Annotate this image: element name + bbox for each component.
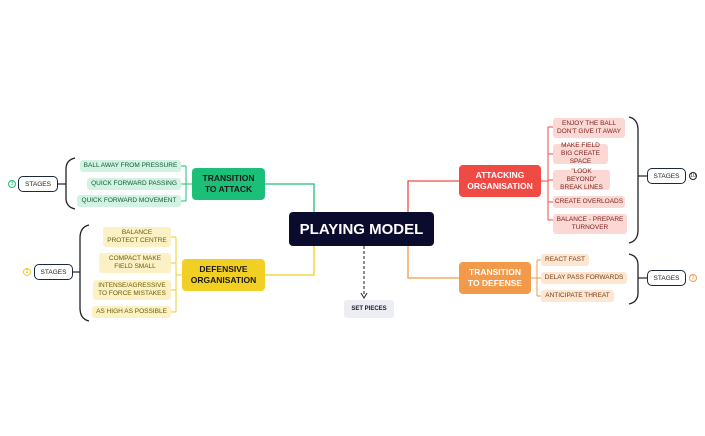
collapse-count-badge[interactable]: 2 — [23, 268, 31, 276]
list-item[interactable]: COMPACT MAKE FIELD SMALL — [99, 253, 171, 273]
list-item[interactable]: REACT FAST — [541, 254, 589, 266]
list-item[interactable]: CREATE OVERLOADS — [553, 196, 625, 208]
stages-node-transition-attack[interactable]: STAGES — [18, 176, 58, 192]
list-item[interactable]: ENJOY THE BALL DON'T GIVE IT AWAY — [553, 118, 625, 138]
collapse-count-badge[interactable]: 2 — [689, 274, 697, 282]
list-item[interactable]: BALL AWAY FROM PRESSURE — [80, 160, 181, 172]
transition-to-attack-node[interactable]: TRANSITION TO ATTACK — [192, 168, 265, 200]
stages-node-transition-defense[interactable]: STAGES — [647, 270, 686, 286]
transition-to-defense-node[interactable]: TRANSITION TO DEFENSE — [459, 262, 531, 294]
defensive-organisation-node[interactable]: DEFENSIVE ORGANISATION — [182, 259, 265, 291]
list-item[interactable]: DELAY PASS FORWARDS — [541, 272, 627, 284]
list-item[interactable]: QUICK FORWARD MOVEMENT — [77, 195, 181, 207]
list-item[interactable]: BALANCE PROTECT CENTRE — [103, 227, 171, 247]
list-item[interactable]: "LOOK BEYOND" BREAK LINES — [553, 168, 610, 191]
list-item[interactable]: AS HIGH AS POSSIBLE — [92, 306, 171, 318]
collapse-count-badge[interactable]: 3 — [8, 180, 16, 188]
list-item[interactable]: QUICK FORWARD PASSING — [87, 178, 181, 190]
attacking-organisation-node[interactable]: ATTACKING ORGANISATION — [459, 165, 541, 197]
central-topic-playing-model[interactable]: PLAYING MODEL — [289, 212, 434, 246]
list-item[interactable]: ANTICIPATE THREAT — [541, 290, 614, 302]
list-item[interactable]: BALANCE - PREPARE TURNOVER — [553, 214, 627, 234]
stages-node-defensive[interactable]: STAGES — [34, 264, 73, 280]
list-item[interactable]: MAKE FIELD BIG CREATE SPACE — [553, 142, 608, 165]
stages-node-attacking[interactable]: STAGES — [647, 168, 686, 184]
set-pieces-node[interactable]: SET PIECES — [344, 300, 394, 318]
collapse-count-badge[interactable]: 10 — [689, 172, 697, 180]
list-item[interactable]: INTENSE/AGRESSIVE TO FORCE MISTAKES — [93, 280, 171, 300]
